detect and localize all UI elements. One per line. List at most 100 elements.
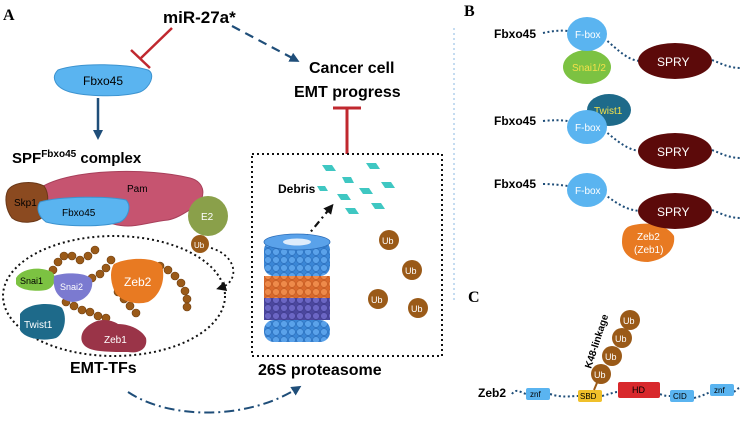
mirna-label: miR-27a* (163, 8, 236, 27)
outcome-line2: EMT progress (294, 84, 401, 101)
row3-linker-right (603, 193, 641, 212)
row1-fbox (567, 17, 607, 51)
panel-label-c: C (468, 289, 480, 306)
row3-fbxo45-label: Fbxo45 (494, 177, 536, 191)
free-ub-3: Ub (368, 289, 388, 309)
c-ub-3 (612, 328, 632, 348)
twist1-label: Twist1 (24, 320, 53, 331)
row2-spry-label: SPRY (657, 145, 689, 159)
debris-label: Debris (278, 182, 316, 196)
row3-linker-left (542, 183, 569, 187)
skp1-label: Skp1 (14, 198, 37, 209)
znf-domain-2-label: znf (714, 386, 725, 395)
proteasome-label: 26S proteasome (258, 362, 382, 379)
fbxo45-label: Fbxo45 (83, 74, 123, 88)
znf-domain-1-label: znf (530, 390, 541, 399)
c-ub-3-label: Ub (615, 334, 627, 344)
row3-spry (638, 193, 712, 229)
sbd-domain (578, 390, 602, 402)
row3-fbox-label: F-box (575, 186, 601, 197)
zeb2-backbone (511, 387, 741, 399)
znf-domain-2 (710, 384, 734, 396)
row1-fbox-label: F-box (575, 30, 601, 41)
row2-linker-left (542, 119, 569, 122)
free-ub-4: Ub (408, 298, 428, 318)
emt-to-proteasome-arrow (127, 385, 302, 414)
free-ub-1: Ub (379, 230, 399, 250)
row3-linker-tail (711, 209, 741, 219)
row1-linker-tail (711, 59, 741, 69)
twist1-protein (20, 304, 65, 340)
e2-label: E2 (201, 212, 214, 223)
mirna-inhibits-fbxo45-line (140, 27, 173, 59)
pam-label: Pam (127, 184, 148, 195)
row1-spry-label: SPRY (657, 55, 689, 69)
snai2-label: Snai2 (60, 282, 83, 292)
row3-fbox (567, 173, 607, 207)
zeb1-protein (81, 320, 147, 353)
emt-tfs-label: EMT-TFs (70, 360, 137, 377)
panel-label-b: B (464, 3, 475, 20)
zeb2-protein (111, 258, 164, 304)
complex-fbxo45-protein (37, 196, 130, 227)
proteasome-to-debris-arrow (303, 203, 334, 241)
row2-fbox-label: F-box (575, 123, 601, 134)
row2-linker-tail (711, 149, 741, 159)
e2-protein (188, 196, 228, 236)
zeb1-label: Zeb1 (104, 335, 127, 346)
row1-spry (638, 43, 712, 79)
sbd-domain-label: SBD (580, 392, 597, 401)
free-ub-3-label: Ub (371, 295, 383, 305)
ub-chain-twist (61, 297, 111, 323)
free-ub-1-label: Ub (382, 236, 394, 246)
row3-partner-label-line1: Zeb2 (637, 232, 660, 243)
complex-title: SPFFbxo45 complex (12, 149, 142, 167)
row2-fbxo45-label: Fbxo45 (494, 114, 536, 128)
panel-label-a: A (3, 7, 15, 24)
proteasome-box (251, 153, 443, 357)
snai2-protein (53, 273, 93, 302)
panel-b-row-3: Fbxo45 F-box Zeb2 (Zeb1) SPRY (494, 173, 741, 262)
row3-partner-label-line2: (Zeb1) (634, 245, 663, 256)
row2-linker-right (603, 129, 641, 152)
debris-fragments (317, 163, 395, 214)
hd-domain (618, 382, 660, 398)
row1-partner-label: Snai1/2 (572, 63, 606, 74)
panel-b-row-2: Fbxo45 Twist1 F-box SPRY (494, 94, 741, 169)
c-ub-2 (602, 346, 622, 366)
c-ub-1-label: Ub (594, 370, 606, 380)
hd-domain-label: HD (632, 385, 645, 395)
mirna-inhibits-fbxo45-bar (130, 49, 151, 69)
zeb2-label: Zeb2 (124, 275, 152, 289)
snai1-label: Snai1 (20, 276, 43, 286)
row1-fbxo45-label: Fbxo45 (494, 27, 536, 41)
free-ub-2-label: Ub (405, 266, 417, 276)
cid-domain (670, 390, 694, 402)
row2-spry (638, 133, 712, 169)
snai1-protein (16, 268, 55, 291)
emt-tfs-group (2, 235, 226, 357)
ub-chain-snai2 (87, 255, 116, 283)
row3-partner (622, 223, 675, 262)
outcome-line1: Cancer cell (309, 60, 394, 77)
znf-domain-1 (526, 388, 550, 400)
c-ub-2-label: Ub (605, 352, 617, 362)
proteasome-26s (263, 233, 331, 342)
ub-on-e2-label: Ub (194, 241, 205, 250)
row2-partner-label: Twist1 (594, 106, 623, 117)
complex-fbxo45-label: Fbxo45 (62, 208, 96, 219)
row1-linker-right (603, 37, 641, 62)
free-ub-2: Ub (402, 260, 422, 280)
ub-on-e2 (191, 235, 209, 253)
row1-linker-left (542, 29, 569, 34)
fbxo45-protein (54, 64, 153, 97)
panel-c: Zeb2 znf SBD HD CID znf Ub Ub Ub Ub K48-… (478, 310, 741, 402)
ub-transfer-arrow (210, 247, 235, 292)
c-ub-4-label: Ub (623, 316, 635, 326)
mirna-to-outcome-arrow (231, 25, 300, 62)
row1-partner (563, 50, 611, 84)
free-ub-4-label: Ub (411, 304, 423, 314)
zeb2-domain-label: Zeb2 (478, 386, 506, 400)
c-ub-1 (591, 364, 611, 384)
